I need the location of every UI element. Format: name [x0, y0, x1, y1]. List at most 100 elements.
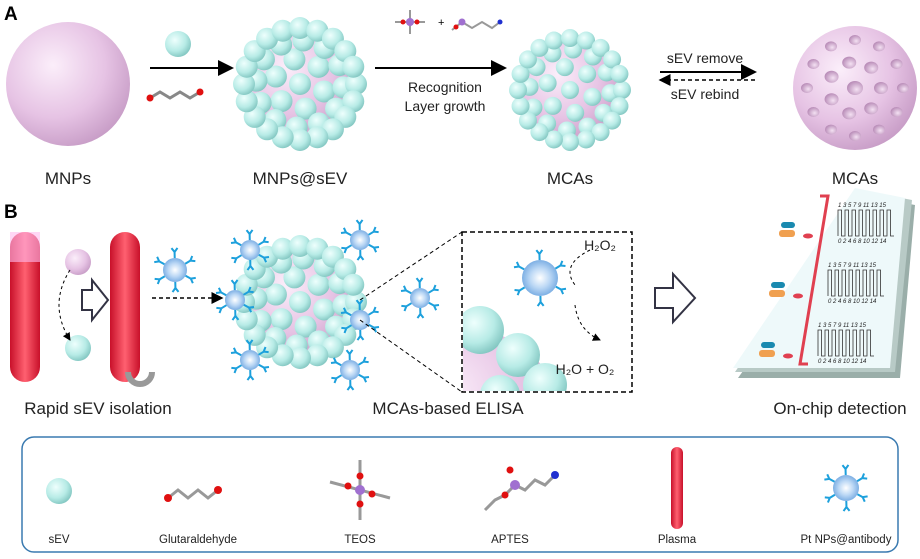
legend-label: APTES: [491, 534, 529, 546]
sev-ball-icon: [165, 31, 191, 57]
label-mcas-2: MCAs: [832, 169, 878, 188]
pt-nps-antibody: [154, 247, 196, 293]
legend-label: TEOS: [344, 534, 376, 546]
sev-ball: [307, 55, 330, 78]
channel-numbers-top: 1 3 5 7 9 11 13 15: [828, 263, 877, 269]
channel-numbers-bottom: 0 2 4 6 8 10 12 14: [828, 299, 877, 305]
legend-pt-nps-antibody-icon: [824, 464, 868, 512]
imprint-cavity: [807, 107, 820, 117]
panel-label-b: B: [4, 202, 18, 223]
imprint-cavity: [873, 41, 885, 52]
teos-aptes-molecules-icon: +: [395, 10, 503, 34]
channel-numbers-bottom: 0 2 4 6 8 10 12 14: [838, 239, 887, 245]
sev-ball: [283, 48, 306, 71]
legend-plasma-icon: [671, 447, 683, 529]
imprint-cavity: [825, 124, 837, 135]
sev-ball: [313, 80, 336, 103]
imprint-cavity: [824, 70, 839, 83]
sev-ball: [610, 64, 629, 83]
channel-numbers-top: 1 3 5 7 9 11 13 15: [818, 323, 867, 329]
zoom-inset: H₂O₂ H₂O + O₂: [461, 231, 633, 393]
sev-ball: [270, 308, 293, 331]
microfluidic-chip: 1 3 5 7 9 11 13 15 0 2 4 6 8 10 12 14 1 3 …: [733, 188, 915, 378]
imprint-cavity: [824, 93, 839, 106]
imprint-cavity: [864, 61, 879, 74]
legend-glutaraldehyde-icon: [164, 486, 222, 502]
captured-sev-icon: [65, 335, 91, 361]
imprint-cavity: [897, 83, 909, 93]
sev-ball: [603, 111, 622, 130]
imprint-cavity: [801, 83, 813, 93]
glutaraldehyde-molecule-icon: [146, 88, 204, 102]
sev-ball: [233, 73, 255, 95]
plasma-tube-2: [110, 232, 140, 382]
legend-aptes-icon: [483, 466, 559, 512]
sev-ball: [306, 344, 329, 367]
detector-icon: [771, 282, 785, 288]
serpentine-channel: [827, 269, 884, 297]
channel-numbers-bottom: 0 2 4 6 8 10 12 14: [818, 359, 867, 365]
imprint-cavity: [864, 102, 879, 115]
sev-ball: [307, 273, 330, 296]
imprint-cavity: [849, 35, 861, 45]
label-sev-rebind: sEV rebind: [671, 86, 739, 102]
mnp-sphere: [6, 22, 130, 146]
svg-text:+: +: [438, 17, 444, 29]
sev-ball: [294, 315, 317, 338]
sev-ball: [306, 126, 329, 149]
sev-ball: [345, 73, 367, 95]
imprint-cavity: [874, 82, 888, 94]
mcas-small-icon: [65, 249, 91, 275]
imprint-cavity: [873, 124, 885, 135]
sev-ball: [511, 64, 530, 83]
label-onchip: On-chip detection: [773, 399, 906, 418]
imprint-cavity: [842, 56, 857, 69]
sev-ball: [561, 133, 579, 151]
mnps-sev-particle: [233, 17, 367, 151]
sev-ball: [289, 17, 311, 39]
legend-label: sEV: [48, 534, 69, 546]
label-sev-remove: sEV remove: [667, 50, 743, 66]
sev-ball: [583, 87, 602, 106]
legend-box: [21, 436, 899, 553]
serpentine-channel: [817, 329, 874, 357]
mcas-elisa-complex: [215, 219, 440, 391]
serpentine-channel: [837, 209, 894, 237]
label-layer-growth: Layer growth: [405, 98, 486, 114]
imprint-cavity: [849, 131, 861, 141]
sev-ball: [235, 308, 258, 331]
label-isolation: Rapid sEV isolation: [24, 399, 171, 418]
imprint-cavity: [825, 41, 837, 52]
label-recognition: Recognition: [408, 79, 482, 95]
open-arrow-icon: [81, 277, 110, 323]
zoom-line-top: [359, 231, 463, 301]
sev-ball: [283, 266, 306, 289]
imprint-cavity: [842, 107, 857, 120]
detector-icon: [761, 342, 775, 348]
sev-ball: [603, 50, 622, 69]
magnet-icon: [125, 371, 155, 387]
sev-ball: [530, 123, 549, 142]
label-mnps-sev: MNPs@sEV: [253, 169, 348, 188]
sev-ball: [313, 298, 336, 321]
sev-ball: [538, 74, 557, 93]
sev-ball: [555, 58, 574, 77]
sev-ball: [342, 273, 365, 296]
sev-ball: [345, 291, 367, 313]
sev-ball: [289, 73, 311, 95]
sev-ball: [511, 97, 530, 116]
label-h2o2: H₂O₂: [584, 237, 616, 253]
sev-ball: [577, 31, 596, 50]
imprint-cavity: [890, 59, 903, 69]
open-arrow-chip-icon: [654, 271, 697, 325]
sev-ball: [270, 90, 293, 113]
legend-teos-icon: [329, 460, 391, 520]
dashed-arrow-capture: [58, 269, 71, 341]
sev-ball: [342, 55, 365, 78]
sev-ball: [543, 96, 562, 115]
channel-numbers-top: 1 3 5 7 9 11 13 15: [838, 203, 887, 209]
sev-ball: [289, 291, 311, 313]
sev-ball: [578, 65, 597, 84]
sev-ball: [264, 65, 287, 88]
legend-label: Glutaraldehyde: [159, 534, 237, 546]
